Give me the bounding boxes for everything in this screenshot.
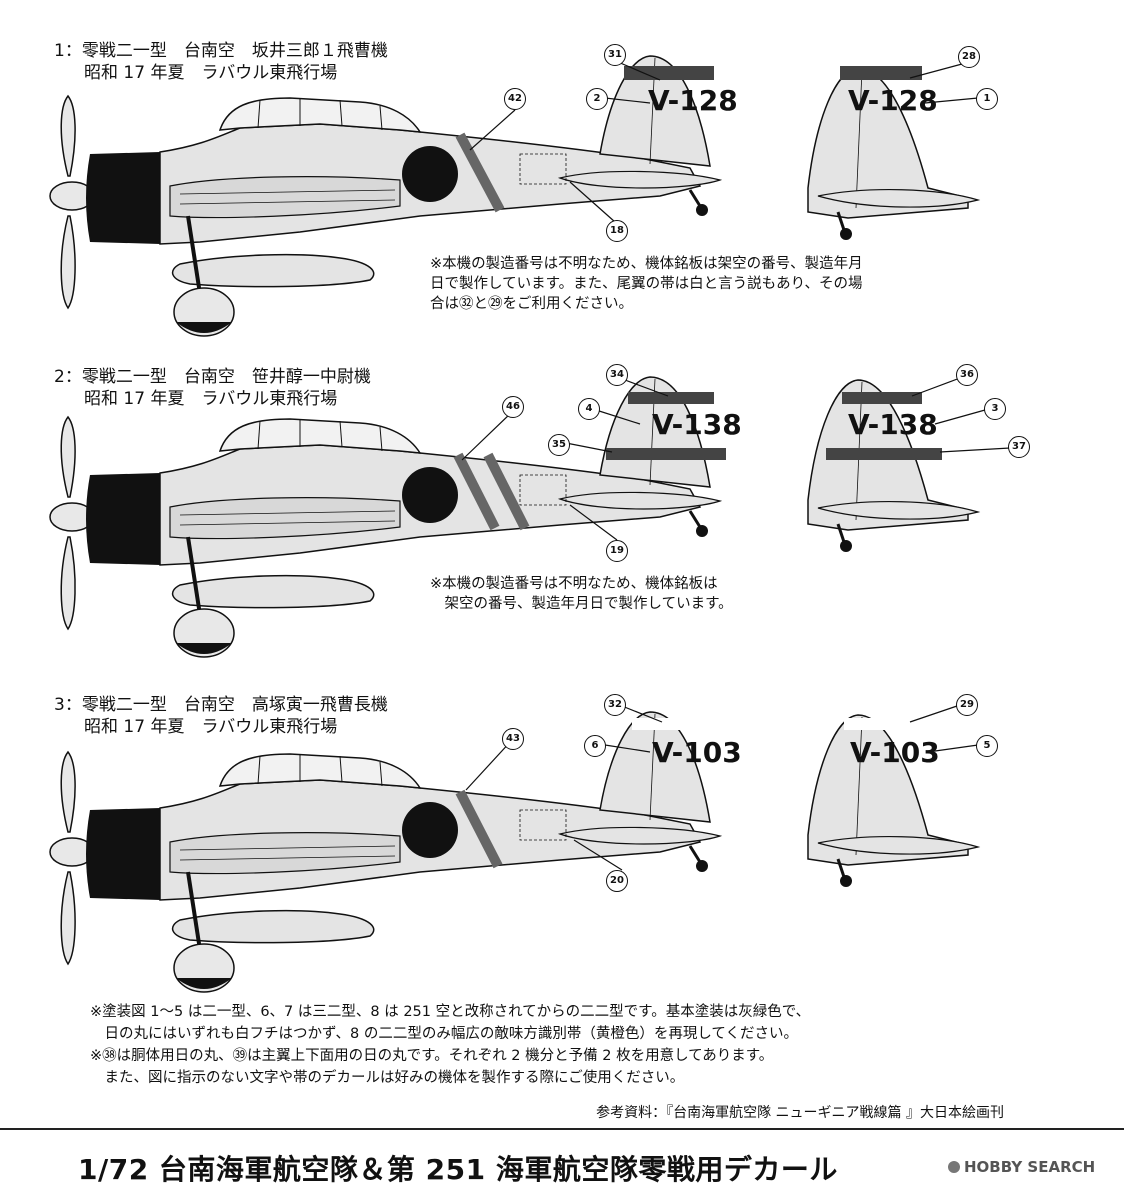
callout-20: 20 bbox=[606, 870, 628, 892]
callout-19: 19 bbox=[606, 540, 628, 562]
callout-28: 28 bbox=[958, 46, 980, 68]
callout-46: 46 bbox=[502, 396, 524, 418]
aircraft-3-title: 3：零戦二一型 台南空 高塚寅一飛曹長機 bbox=[54, 695, 388, 715]
callout-34: 34 bbox=[606, 364, 628, 386]
hobby-search-logo-icon bbox=[948, 1161, 960, 1173]
watermark-text: HOBBY SEARCH bbox=[964, 1158, 1096, 1176]
aircraft-2-note-line: ※本機の製造番号は不明なため、機体銘板は bbox=[430, 576, 718, 592]
callout-37: 37 bbox=[1008, 436, 1030, 458]
callout-2: 2 bbox=[586, 88, 608, 110]
aircraft-2-note-line: 架空の番号、製造年月日で製作しています。 bbox=[430, 596, 733, 612]
callout-31: 31 bbox=[604, 44, 626, 66]
aircraft-1-subtitle: 昭和 17 年夏 ラバウル東飛行場 bbox=[84, 63, 338, 83]
aircraft-2-title: 2：零戦二一型 台南空 笹井醇一中尉機 bbox=[54, 367, 371, 387]
tail-code-right-3: V-103 bbox=[850, 736, 940, 769]
watermark: HOBBY SEARCH bbox=[948, 1158, 1095, 1176]
footnote-line: また、図に指示のない文字や帯のデカールは好みの機体を製作する際にご使用ください。 bbox=[90, 1070, 685, 1086]
tail-code-left-3: V-103 bbox=[652, 736, 742, 769]
tail-code-right-2: V-138 bbox=[848, 408, 938, 441]
aircraft-2-subtitle: 昭和 17 年夏 ラバウル東飛行場 bbox=[84, 389, 338, 409]
callout-32: 32 bbox=[604, 694, 626, 716]
callout-3: 3 bbox=[984, 398, 1006, 420]
divider bbox=[0, 1128, 1124, 1130]
callout-35: 35 bbox=[548, 434, 570, 456]
callout-4: 4 bbox=[578, 398, 600, 420]
callout-5: 5 bbox=[976, 735, 998, 757]
aircraft-1-note-line: 合は㉜と㉙をご利用ください。 bbox=[430, 296, 633, 312]
aircraft-1-title: 1：零戦二一型 台南空 坂井三郎１飛曹機 bbox=[54, 41, 388, 61]
reference-text: 参考資料：『台南海軍航空隊 ニューギニア戦線篇 』大日本絵画刊 bbox=[596, 1105, 1004, 1121]
tail-code-left-1: V-128 bbox=[648, 84, 738, 117]
callout-6: 6 bbox=[584, 735, 606, 757]
callout-42: 42 bbox=[504, 88, 526, 110]
footnote-line: 日の丸にはいずれも白フチはつかず、8 の二二型のみ幅広の敵味方識別帯（黄橙色）を… bbox=[90, 1026, 798, 1042]
tail-code-left-2: V-138 bbox=[652, 408, 742, 441]
callout-18: 18 bbox=[606, 220, 628, 242]
tail-code-right-1: V-128 bbox=[848, 84, 938, 117]
page-title: 1/72 台南海軍航空隊＆第 251 海軍航空隊零戦用デカール bbox=[78, 1153, 838, 1186]
aircraft-1-note-line: ※本機の製造番号は不明なため、機体銘板は架空の番号、製造年月 bbox=[430, 256, 863, 272]
aircraft-1-note-line: 日で製作しています。また、尾翼の帯は白と言う説もあり、その場 bbox=[430, 276, 863, 292]
footnote-line: ※塗装図 1〜5 は二一型、6、7 は三二型、8 は 251 空と改称されてから… bbox=[90, 1004, 811, 1020]
aircraft-3-subtitle: 昭和 17 年夏 ラバウル東飛行場 bbox=[84, 717, 338, 737]
footnote-line: ※㊳は胴体用日の丸、㊴は主翼上下面用の日の丸です。それぞれ 2 機分と予備 2 … bbox=[90, 1048, 774, 1064]
callout-43: 43 bbox=[502, 728, 524, 750]
callout-36: 36 bbox=[956, 364, 978, 386]
callout-29: 29 bbox=[956, 694, 978, 716]
callout-1: 1 bbox=[976, 88, 998, 110]
